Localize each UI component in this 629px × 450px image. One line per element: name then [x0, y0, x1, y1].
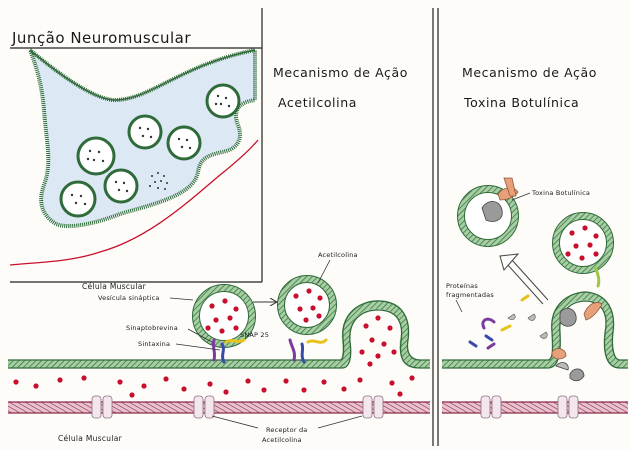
- synaptobrevin-protein: [213, 340, 214, 360]
- fused-vesicle: [359, 315, 396, 366]
- leader-line: [456, 300, 462, 312]
- left-subheading: Acetilcolina: [278, 95, 357, 110]
- endocytosed-vesicle: [458, 178, 519, 247]
- inset-vesicle: [129, 116, 161, 148]
- inset-muscle-label: Célula Muscular: [82, 282, 147, 291]
- inset-vesicle: [105, 170, 137, 202]
- left-heading: Mecanismo de Ação: [273, 65, 408, 80]
- leader-line: [170, 298, 193, 300]
- right-heading: Mecanismo de Ação: [462, 65, 597, 80]
- synaptic-vesicle-blocked: [553, 213, 614, 287]
- inset-panel: Junção Neuromuscular: [10, 8, 262, 291]
- label-muscle-cell: Célula Muscular: [58, 434, 123, 443]
- label-vesicle: Vesícula sináptica: [98, 294, 160, 302]
- inset-vesicle: [207, 85, 239, 117]
- label-acetylcholine: Acetilcolina: [318, 251, 358, 259]
- label-receptor-line1: Receptor da: [266, 426, 308, 434]
- label-toxin: Toxina Botulínica: [531, 189, 590, 197]
- snap25-protein: [308, 340, 326, 342]
- inset-title: Junção Neuromuscular: [11, 29, 191, 47]
- leader-line: [212, 416, 258, 428]
- label-syntaxin: Sintaxina: [138, 340, 170, 348]
- synaptobrevin-protein: [290, 340, 295, 360]
- snap25-protein: [226, 340, 244, 342]
- syntaxin-protein: [302, 344, 304, 362]
- label-snap25: SNAP 25: [240, 331, 269, 339]
- label-fragments-line1: Proteínas: [446, 282, 478, 290]
- label-receptor-line2: Acetilcolina: [262, 436, 302, 444]
- label-synaptobrevin: Sinaptobrevina: [126, 324, 178, 332]
- cleaved-protein: [596, 268, 599, 286]
- synaptic-vesicle-fusing: [278, 276, 337, 335]
- inset-vesicle: [61, 182, 95, 216]
- label-fragments-line2: fragmentadas: [446, 291, 494, 299]
- leader-line: [318, 416, 362, 428]
- protein-fragments: [470, 296, 547, 348]
- endocytosis-arrow: [500, 254, 548, 304]
- leader-line: [318, 260, 330, 283]
- right-subheading: Toxina Botulínica: [463, 95, 579, 110]
- inset-vesicle: [78, 138, 114, 174]
- syntaxin-protein: [222, 344, 224, 362]
- inset-vesicle: [168, 127, 200, 159]
- acetylcholine-molecules: [13, 375, 414, 397]
